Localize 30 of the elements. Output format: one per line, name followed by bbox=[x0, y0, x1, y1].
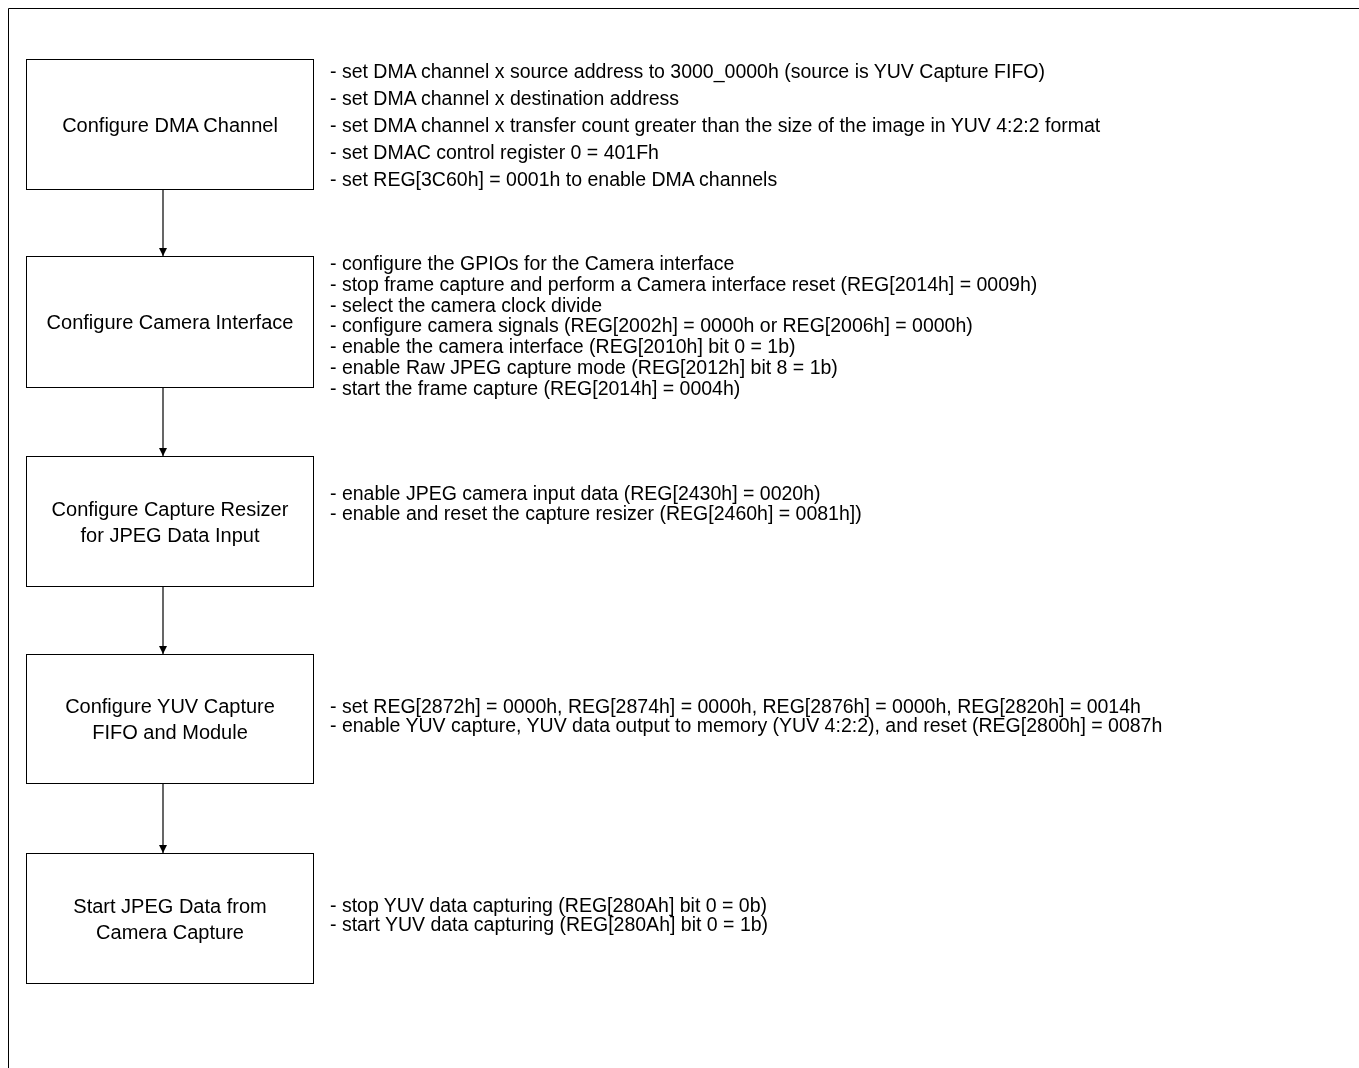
arrow bbox=[159, 586, 167, 655]
box-label: Configure YUV Capture FIFO and Module bbox=[64, 694, 276, 745]
note-text: - enable the camera interface (REG[2010h] bit 0 = 1b) bbox=[330, 337, 796, 357]
note-text: - configure camera signals (REG[2002h] = 0000h or REG[2006h] = 0000h) bbox=[330, 316, 973, 336]
arrow bbox=[159, 783, 167, 854]
note-text: - enable Raw JPEG capture mode (REG[2012h] bit 8 = 1b) bbox=[330, 358, 838, 378]
box-label: Configure Capture Resizer for JPEG Data Input bbox=[50, 496, 290, 548]
note-text: - set DMAC control register 0 = 401Fh bbox=[330, 143, 659, 163]
box-label: Start JPEG Data from Camera Capture bbox=[72, 893, 268, 945]
note-text: - stop frame capture and perform a Camera interface reset (REG[2014h] = 0009h) bbox=[330, 274, 1038, 295]
note-text: - enable JPEG camera input data (REG[2430h] = 0020h) bbox=[330, 484, 821, 504]
process-box bbox=[26, 256, 314, 388]
note-text: - select the camera clock divide bbox=[330, 295, 603, 316]
box-label: Configure Camera Interface bbox=[45, 310, 295, 335]
note-text: - set DMA channel x transfer count greater than the size of the image in YUV 4:2:2 format bbox=[330, 116, 1101, 136]
process-box bbox=[26, 853, 314, 984]
note-text: - set REG[3C60h] = 0001h to enable DMA channels bbox=[330, 170, 778, 190]
note-text: - set REG[2872h] = 0000h, REG[2874h] = 0000h, REG[2876h] = 0000h, REG[2820h] = 0014h bbox=[330, 697, 1141, 717]
process-box bbox=[26, 654, 314, 784]
note-text: - stop YUV data capturing (REG[280Ah] bit 0 = 0b) bbox=[330, 896, 767, 916]
note-text: - enable and reset the capture resizer (REG[2460h] = 0081h]) bbox=[330, 504, 862, 524]
note-text: - set DMA channel x source address to 3000_0000h (source is YUV Capture FIFO) bbox=[330, 62, 1045, 82]
arrow bbox=[159, 387, 167, 457]
arrow bbox=[159, 189, 167, 257]
process-box bbox=[26, 59, 314, 190]
note-text: - start the frame capture (REG[2014h] = 0004h) bbox=[330, 378, 741, 399]
note-text: - set DMA channel x destination address bbox=[330, 89, 680, 109]
note-text: - configure the GPIOs for the Camera interface bbox=[330, 254, 735, 274]
process-box bbox=[26, 456, 314, 587]
box-label: Configure DMA Channel bbox=[61, 112, 279, 138]
